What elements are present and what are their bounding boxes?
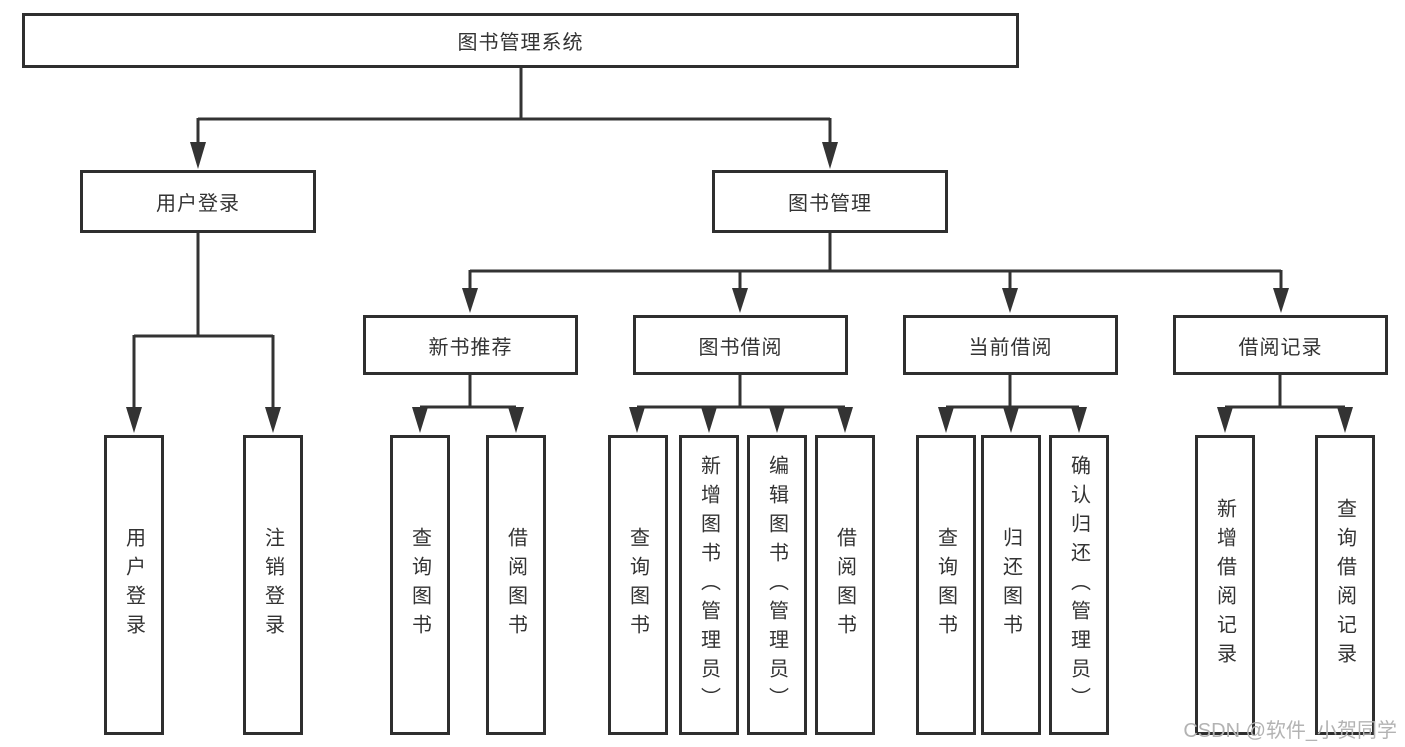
node-book-borrowing: 图书借阅 — [633, 315, 848, 375]
leaf-query-books-borrow: 查询图书 — [608, 435, 668, 735]
node-borrowing-records: 借阅记录 — [1173, 315, 1388, 375]
leaf-edit-books-admin: 编辑图书（管理员） — [747, 435, 807, 735]
node-current-borrowing: 当前借阅 — [903, 315, 1118, 375]
leaf-user-login: 用户登录 — [104, 435, 164, 735]
leaf-query-books-recommend: 查询图书 — [390, 435, 450, 735]
leaf-borrow-books: 借阅图书 — [815, 435, 875, 735]
leaf-add-books-admin: 新增图书（管理员） — [679, 435, 739, 735]
arrow-down-icons — [126, 142, 1353, 433]
node-new-book-recommendation: 新书推荐 — [363, 315, 578, 375]
node-book-management: 图书管理 — [712, 170, 948, 233]
leaf-add-borrow-record: 新增借阅记录 — [1195, 435, 1255, 735]
tree-edges — [132, 68, 1345, 410]
node-user-login: 用户登录 — [80, 170, 316, 233]
leaf-confirm-return-admin: 确认归还（管理员） — [1049, 435, 1109, 735]
leaf-query-books-current: 查询图书 — [916, 435, 976, 735]
leaf-return-books: 归还图书 — [981, 435, 1041, 735]
watermark: CSDN @软件_小贺同学 — [1183, 720, 1397, 742]
leaf-borrow-books-recommend: 借阅图书 — [486, 435, 546, 735]
leaf-query-borrow-record: 查询借阅记录 — [1315, 435, 1375, 735]
node-library-management-system: 图书管理系统 — [22, 13, 1019, 68]
leaf-logout: 注销登录 — [243, 435, 303, 735]
